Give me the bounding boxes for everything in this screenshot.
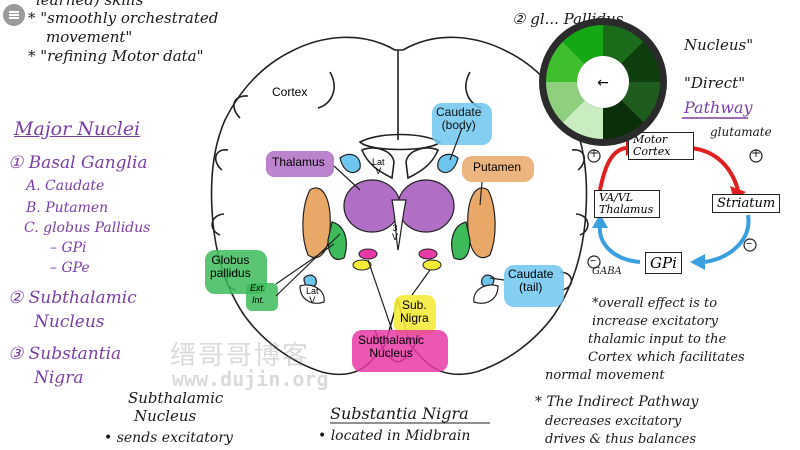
caudate-tail-label: Caudate (tail) <box>508 267 554 294</box>
color-swatch[interactable] <box>562 100 603 139</box>
plus-sign: + <box>751 146 762 160</box>
plus-sign: + <box>589 146 600 160</box>
internal-segment-label: Int. <box>252 295 265 305</box>
back-arrow-button[interactable] <box>577 56 629 108</box>
nuclei-item: ② Subthalamic <box>8 288 137 308</box>
note-line: * The Indirect Pathway <box>535 394 699 410</box>
note-line: Nucleus" <box>684 36 754 54</box>
nuclei-item: A. Caudate <box>26 178 105 194</box>
color-swatch[interactable] <box>546 41 585 82</box>
note-line: • sends excitatory <box>104 430 233 446</box>
note-line: Cortex which facilitates <box>588 350 745 365</box>
watermark-text: 缙哥哥博客 <box>170 341 311 371</box>
note-line: • located in Midbrain <box>318 428 471 444</box>
third-ventricle-label: 3 V <box>392 223 399 243</box>
nuclei-item: – GPi <box>50 240 87 256</box>
motor-cortex-box: Motor Cortex <box>628 132 694 161</box>
note-line: * "refining Motor data" <box>28 47 204 65</box>
note-line: movement" <box>46 28 133 46</box>
lateral-ventricle-lower-label: Lat V <box>306 286 319 306</box>
glutamate-label: glutamate <box>710 125 772 139</box>
color-swatch[interactable] <box>546 82 585 123</box>
menu-button[interactable] <box>3 4 25 26</box>
note-line: decreases excitatory <box>545 414 682 429</box>
note-line: *overall effect is to <box>592 296 718 311</box>
putamen-label: Putamen <box>473 160 522 174</box>
nuclei-item: B. Putamen <box>26 200 109 216</box>
color-swatch[interactable] <box>603 25 644 64</box>
striatum-box: Striatum <box>712 194 781 213</box>
gaba-label: GABA <box>592 266 622 277</box>
note-line: "Direct" <box>684 74 746 92</box>
thalamus-label: Thalamus <box>272 155 325 169</box>
minus-sign: – <box>590 253 596 267</box>
color-wheel-picker[interactable]: ← <box>538 17 668 147</box>
nuclei-item: Nucleus <box>34 312 105 332</box>
cortex-label: Cortex <box>272 85 308 99</box>
note-line: increase excitatory <box>592 314 719 329</box>
nuclei-item: Nigra <box>34 368 84 388</box>
note-line: learned) skills <box>36 0 144 9</box>
external-segment-label: Ext. <box>250 283 266 293</box>
note-line: * "smoothly orchestrated <box>28 9 219 27</box>
back-arrow-icon: ← <box>597 75 609 91</box>
globus-pallidus-label: Globus pallidus <box>210 253 251 280</box>
note-line: Substantia Nigra <box>330 404 469 423</box>
watermark-url: www.dujin.org <box>172 367 329 391</box>
subthalamic-nucleus-label: Subthalamic Nucleus <box>358 333 425 360</box>
color-swatch[interactable] <box>621 82 660 123</box>
pathway-title: Pathway <box>684 98 753 117</box>
nuclei-item: ③ Substantia <box>8 344 122 364</box>
va-vl-thalamus-box: VA/VL Thalamus <box>594 190 660 219</box>
substantia-nigra-label: Sub. Nigra <box>400 298 429 325</box>
color-swatch[interactable] <box>562 25 603 64</box>
gpi-box: GPi <box>645 252 682 274</box>
lateral-ventricle-label: Lat V <box>372 157 385 177</box>
nuclei-item: – GPe <box>50 260 90 276</box>
nuclei-item: ① Basal Ganglia <box>8 153 148 173</box>
hamburger-menu-icon <box>9 14 19 16</box>
note-line: drives & thus balances <box>545 432 697 447</box>
color-swatch[interactable] <box>603 100 644 139</box>
caudate-body-label: Caudate (body) <box>436 105 482 132</box>
note-line: normal movement <box>545 368 665 383</box>
note-line: thalamic input to the <box>588 332 727 347</box>
color-wheel-svg: ← <box>539 18 667 146</box>
color-swatch[interactable] <box>621 41 660 82</box>
minus-sign: – <box>746 236 752 250</box>
nuclei-item: C. globus Pallidus <box>24 220 151 236</box>
note-line: Subthalamic <box>128 389 224 407</box>
major-nuclei-title: Major Nuclei <box>14 118 141 140</box>
note-line: Nucleus <box>134 407 197 425</box>
